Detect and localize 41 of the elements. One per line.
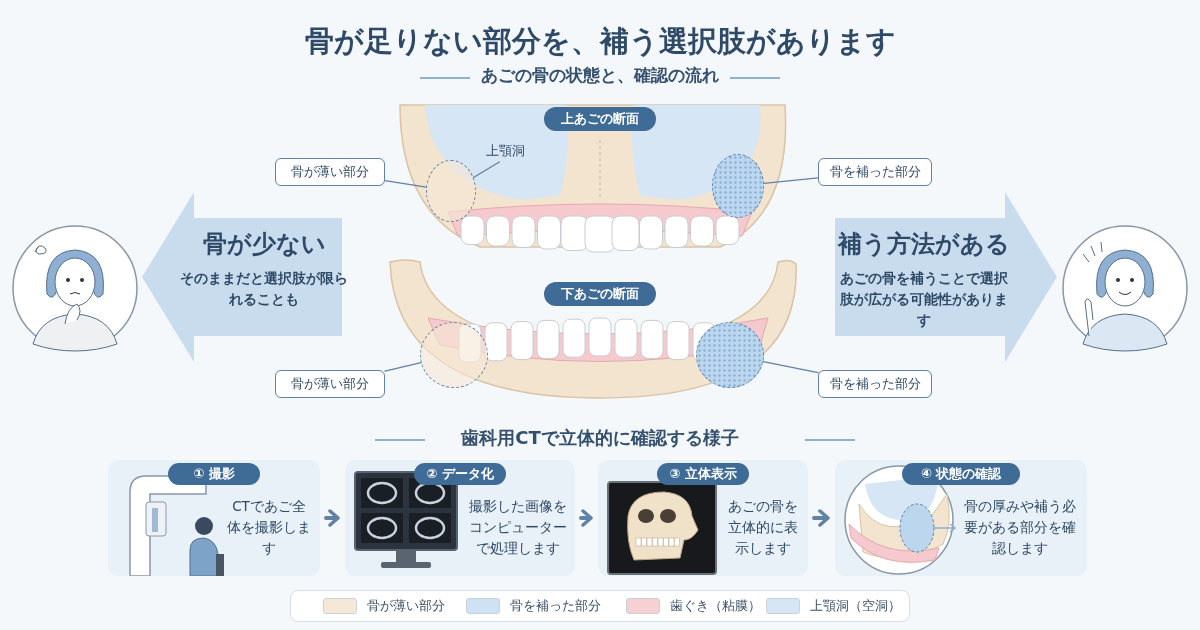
callout-box: 骨を補った部分 [818,370,932,398]
legend-text: 骨を補った部分 [510,597,601,615]
section-pill: 上あごの断面 [544,107,656,131]
step-label: ③ 立体表示 [657,463,749,485]
banner-heading: 補う方法がある [836,229,1011,260]
section-pill: 下あごの断面 [544,282,656,306]
step-text: あごの骨を立体的に表示します [727,497,799,558]
step-card [108,460,320,576]
subtitle: あごの骨の状態と、確認の流れ [480,64,720,87]
title: 骨が足りない部分を、補う選択肢があります [303,23,897,60]
banner-text: あごの骨を補うことで選択肢が広がる可能性があります [839,269,1009,330]
leader-line [384,362,422,372]
step-card [598,460,808,576]
section-heading: 歯科用CTで立体的に確認する様子 [460,426,740,450]
banner-heading: 骨が少ない [201,229,327,260]
step-arrow [812,509,830,527]
legend-text: 骨が薄い部分 [367,597,445,615]
step-label: ④ 状態の確認 [902,463,1020,485]
step-arrow [324,509,340,527]
step-card [345,460,575,576]
arrow-banner [835,192,1057,362]
callout-box: 骨が薄い部分 [275,158,385,186]
thin-bone-area [420,322,488,388]
step-label: ② データ化 [414,463,506,485]
callout-box: 骨が薄い部分 [275,370,385,398]
legend-text: 歯ぐき（粘膜） [670,597,761,615]
leader-line [763,177,819,185]
step-arrow [579,509,593,527]
step-label: ① 撮影 [168,463,260,485]
step-card [835,460,1087,576]
leader-line [472,161,500,179]
callout-box: 骨を補った部分 [818,158,932,186]
leader-line [762,361,819,374]
banner-text: そのままだと選択肢が限られることも [179,269,349,309]
step-text: CTであご全体を撮影します [226,497,312,558]
thin-bone-area [426,160,476,222]
step-text: 骨の厚みや補う必要がある部分を確認します [963,497,1077,558]
legend-text: 上顎洞（空洞） [810,597,901,615]
sinus-label: 上顎洞 [486,142,546,162]
leader-line [384,179,427,188]
step-text: 撮影した画像をコンピューターで処理します [469,497,567,558]
